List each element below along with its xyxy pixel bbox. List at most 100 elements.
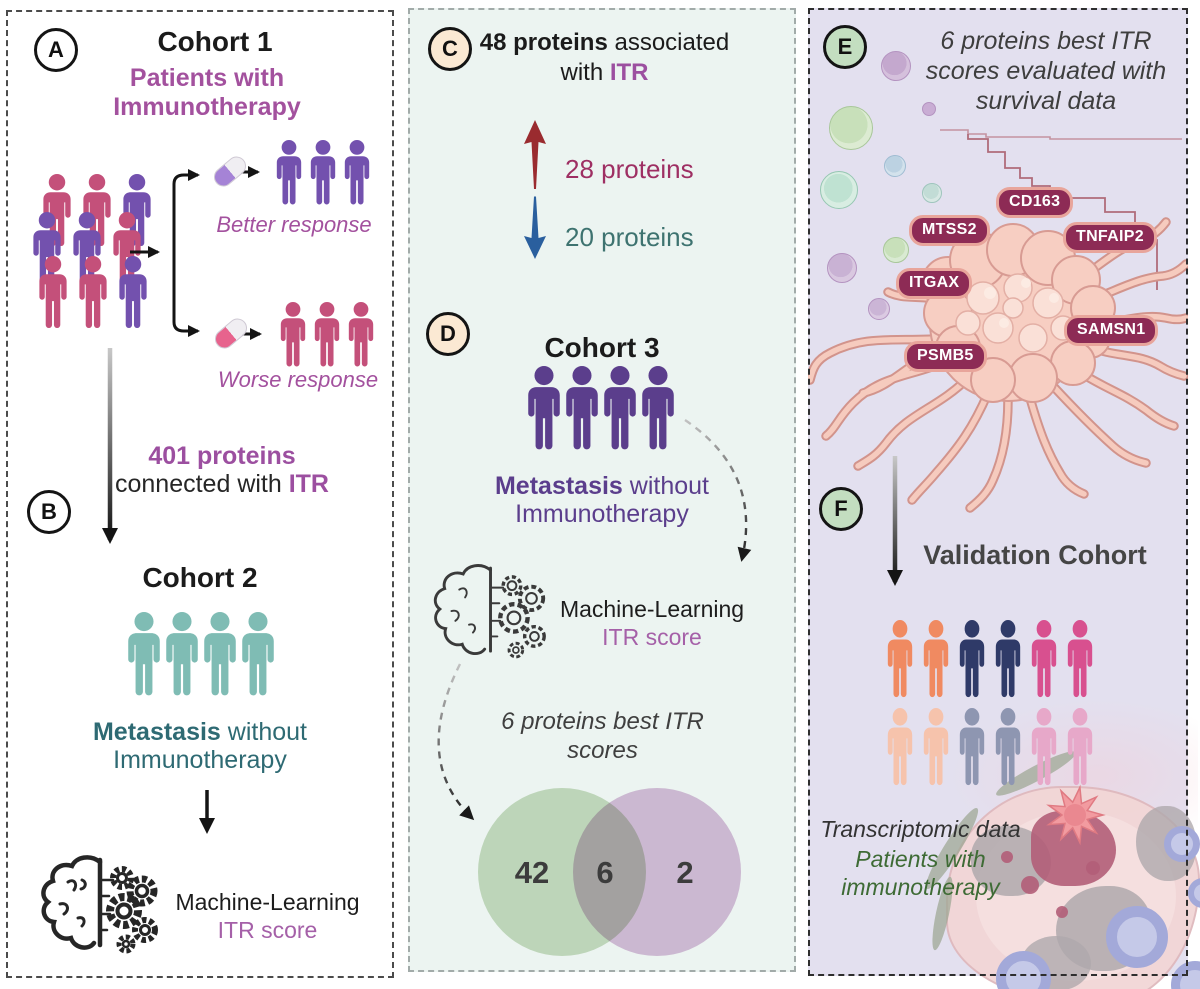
itr-abbrev-c: ITR [609, 59, 649, 86]
protein-pill-mtss2: MTSS2 [909, 215, 990, 246]
lymphocyte-icon [996, 951, 1051, 989]
person-icon [242, 612, 274, 696]
validation-group-top [883, 620, 1097, 698]
person-icon [344, 140, 370, 205]
venn-overlap-count: 6 [596, 855, 614, 890]
protein-pill-psmb5: PSMB5 [904, 341, 987, 372]
lymphocyte-icon [1171, 961, 1200, 989]
up-arrow-icon [524, 120, 546, 189]
immune-cell-icon [868, 298, 890, 320]
down-arrow-icon [524, 196, 546, 259]
person-icon [79, 256, 107, 329]
tumor-cell-illustration [808, 217, 1188, 513]
person-icon [995, 620, 1021, 698]
proteins-401-text: 401 proteins connected with ITR [102, 442, 342, 498]
person-icon [1031, 620, 1057, 698]
venn-circle-purple [573, 788, 741, 956]
immune-cell-icon [883, 237, 909, 263]
person-icon [923, 620, 949, 698]
machine-learning-brain-icon [41, 855, 158, 954]
survival-caption: 6 proteins best ITR scores evaluated wit… [925, 27, 1167, 115]
lymphocyte-icon [1164, 826, 1200, 862]
person-icon [1067, 620, 1093, 698]
patients-caption: Patients with [855, 846, 986, 872]
immune-cell-icon [829, 106, 873, 150]
ml-label: Machine-Learning [175, 889, 360, 915]
panel-d-badge: D [426, 312, 470, 356]
better-response-label: Better response [216, 212, 372, 237]
panel-cohort1-2: A Cohort 1 Patients with Immunotherapy [6, 10, 394, 978]
lymphocyte-icon [1188, 878, 1200, 908]
cohort3-group [522, 366, 680, 450]
cohort1-subtitle: Patients with Immunotherapy [113, 64, 301, 121]
proteins-401-rest: connected with [115, 470, 289, 498]
ml-caption-b: Machine-Learning ITR score [165, 888, 370, 944]
person-icon [642, 366, 674, 450]
cohort2-title: Cohort 2 [142, 562, 258, 593]
person-icon [119, 256, 147, 329]
itr-score-label: ITR score [217, 917, 318, 943]
cohort2-caption: Metastasis without Immunotherapy [8, 718, 392, 774]
metastasis3-line2: Immunotherapy [515, 500, 689, 528]
dendritic-cell-icon [820, 171, 858, 209]
venn-left-count: 42 [514, 855, 550, 890]
immunotherapy-caption: immunotherapy [841, 874, 1000, 900]
validation-group-bottom [883, 708, 1097, 786]
lymphocyte-icon [1106, 906, 1168, 968]
person-icon [995, 708, 1021, 786]
person-icon [959, 620, 985, 698]
person-icon [959, 708, 985, 786]
person-icon [1067, 708, 1093, 786]
panel-validation: E 6 proteins best ITR scores evaluated w… [808, 8, 1200, 989]
proteins-48-title: 48 proteins associated with ITR [460, 28, 749, 88]
ml-label-d: Machine-Learning [559, 596, 745, 622]
metastasis-rest: without [220, 718, 308, 746]
immune-cell-icon [884, 155, 906, 177]
itr-score-label-d: ITR score [602, 624, 702, 650]
itr-abbrev: ITR [288, 470, 329, 498]
machine-learning-brain-icon-d [433, 564, 546, 659]
up-proteins-label: 28 proteins [565, 154, 694, 184]
better-response-group [272, 140, 374, 205]
person-icon [310, 140, 336, 205]
immune-cell-icon [922, 183, 942, 203]
metastasis-line2: Immunotherapy [113, 746, 287, 774]
cohort1-title: Cohort 1 [157, 26, 273, 57]
ml-caption-d: Machine-Learning ITR score [552, 595, 752, 651]
immune-cell-icon [881, 51, 911, 81]
panel-b-badge: B [27, 490, 71, 534]
person-icon [276, 140, 302, 205]
proteins-401-count: 401 proteins [148, 442, 296, 470]
panel-c-badge: C [428, 27, 472, 71]
person-icon [314, 302, 340, 367]
down-proteins-label: 20 proteins [565, 222, 694, 252]
panel-f-badge: F [819, 487, 863, 531]
metastasis-bold: Metastasis [92, 718, 221, 746]
proteins-48-pre: with [560, 59, 610, 86]
cohort3-title: Cohort 3 [544, 332, 660, 363]
worse-response-label: Worse response [217, 367, 379, 392]
protein-pill-samsn1: SAMSN1 [1064, 315, 1159, 346]
metastasis3-bold: Metastasis [494, 472, 623, 500]
protein-pill-tnfaip2: TNFAIP2 [1063, 222, 1157, 253]
necrotic-region [1031, 811, 1116, 886]
immune-cell-icon [827, 253, 857, 283]
venn-right-count: 2 [676, 855, 694, 890]
pill-icon-better [210, 152, 250, 191]
person-icon [887, 620, 913, 698]
protein-pill-itgax: ITGAX [896, 268, 973, 299]
panel-cohort3: C 48 proteins associated with ITR [408, 8, 796, 972]
person-icon [887, 708, 913, 786]
person-icon [1031, 708, 1057, 786]
panel-a-badge: A [34, 28, 78, 72]
proteins-48-rest: associated [607, 29, 730, 56]
pill-icon-worse [211, 314, 251, 353]
proteins-48-count: 48 proteins [479, 29, 608, 56]
worse-response-group [276, 302, 378, 367]
protein-pill-cd163: CD163 [996, 187, 1074, 218]
cohort3-caption: Metastasis without Immunotherapy [410, 472, 794, 528]
panel-e-badge: E [823, 25, 867, 69]
person-icon [348, 302, 374, 367]
person-icon [923, 708, 949, 786]
